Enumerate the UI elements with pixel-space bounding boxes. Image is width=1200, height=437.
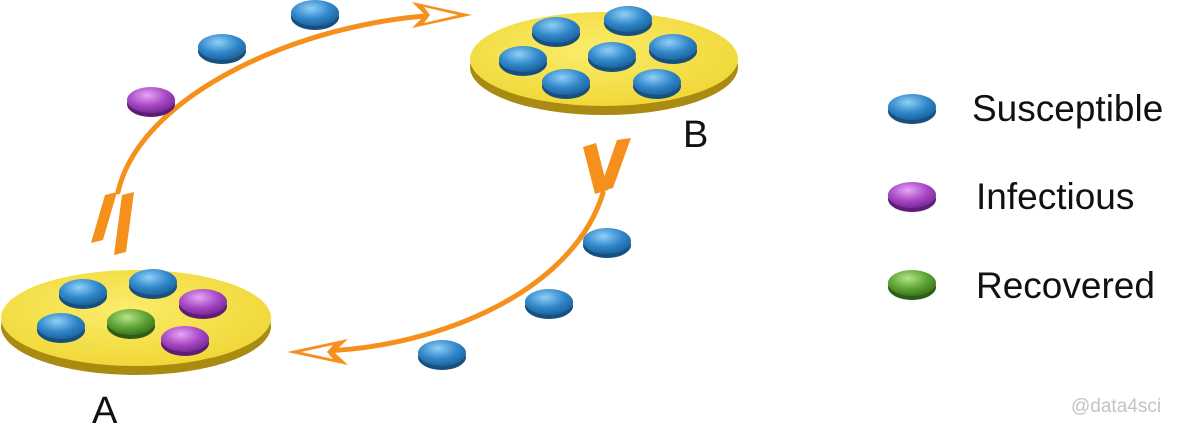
infectious-token xyxy=(127,87,175,117)
infectious-token xyxy=(161,326,209,356)
legend-item-susceptible: Susceptible xyxy=(888,88,1163,129)
transit-a-to-b xyxy=(127,0,339,117)
node-b-label: B xyxy=(683,114,708,156)
legend-label-recovered: Recovered xyxy=(976,265,1155,306)
legend-item-infectious: Infectious xyxy=(888,176,1134,217)
susceptible-token xyxy=(604,6,652,36)
legend-item-recovered: Recovered xyxy=(888,265,1155,306)
susceptible-token xyxy=(633,69,681,99)
node-a-label: A xyxy=(92,390,118,432)
arrow-a-to-b xyxy=(91,2,472,255)
susceptible-token xyxy=(129,269,177,299)
susceptible-token xyxy=(649,34,697,64)
susceptible-token xyxy=(583,228,631,258)
susceptible-token xyxy=(588,42,636,72)
susceptible-token xyxy=(499,46,547,76)
recovered-token xyxy=(107,309,155,339)
legend: Susceptible Infectious Recovered xyxy=(888,88,1163,306)
watermark: @data4sci xyxy=(1071,396,1161,417)
node-a-population xyxy=(37,269,227,356)
arrow-tail-feathers-b xyxy=(583,138,631,194)
arrow-b-to-a xyxy=(287,138,631,365)
infectious-token xyxy=(179,289,227,319)
susceptible-token xyxy=(291,0,339,30)
arrow-tail-feathers-a xyxy=(91,192,134,255)
legend-label-infectious: Infectious xyxy=(976,176,1134,217)
susceptible-token xyxy=(198,34,246,64)
node-b: B xyxy=(470,6,738,156)
legend-label-susceptible: Susceptible xyxy=(972,88,1163,129)
node-b-population xyxy=(499,6,697,99)
recovered-swatch-icon xyxy=(888,270,936,300)
susceptible-swatch-icon xyxy=(888,94,936,124)
node-a: A xyxy=(1,269,271,432)
transit-b-to-a xyxy=(418,228,631,370)
susceptible-token xyxy=(525,289,573,319)
infectious-swatch-icon xyxy=(888,182,936,212)
susceptible-token xyxy=(59,279,107,309)
susceptible-token xyxy=(418,340,466,370)
susceptible-token xyxy=(37,313,85,343)
susceptible-token xyxy=(542,69,590,99)
susceptible-token xyxy=(532,17,580,47)
